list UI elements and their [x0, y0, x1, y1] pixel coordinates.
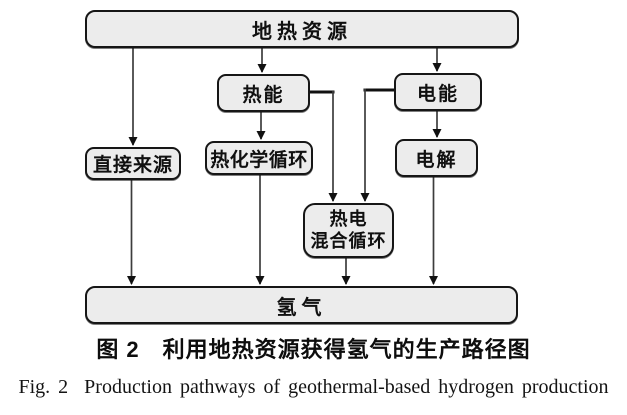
node-thermoelectric-hybrid-cycle: 热电 混合循环	[303, 203, 394, 258]
node-thermal-energy: 热能	[217, 74, 310, 112]
figure-caption-english: Fig. 2 Production pathways of geothermal…	[18, 376, 609, 398]
node-electric-energy: 电能	[394, 73, 482, 111]
node-hydrogen: 氢气	[85, 286, 518, 324]
node-geothermal-resources: 地热资源	[85, 10, 519, 48]
figure-caption-chinese: 图 2 利用地热资源获得氢气的生产路径图	[96, 337, 531, 362]
node-electrolysis: 电解	[395, 139, 478, 177]
node-direct-source: 直接来源	[85, 147, 181, 180]
node-thermochemical-cycle: 热化学循环	[205, 141, 313, 175]
